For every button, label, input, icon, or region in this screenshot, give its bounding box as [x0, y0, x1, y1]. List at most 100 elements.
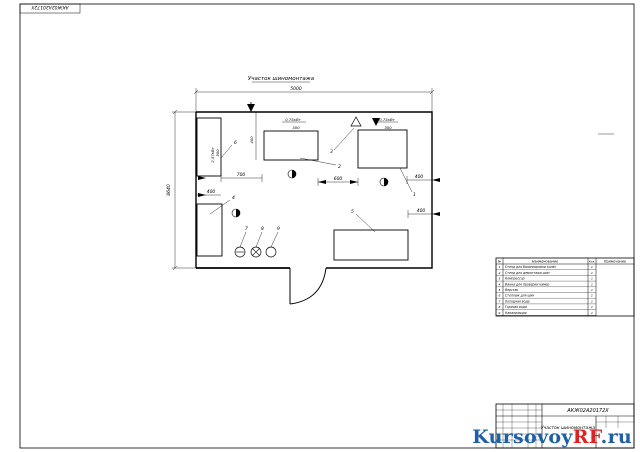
leader-5	[355, 213, 376, 233]
socket-icon-1-fill	[292, 170, 296, 178]
dim-400a-lines	[406, 176, 432, 184]
overall-width-label: 5000	[290, 86, 302, 92]
arrow-left-wall-2	[198, 193, 206, 197]
dim-400b: 400	[207, 189, 216, 195]
equipment-1-power: 0,75кВт	[379, 117, 395, 122]
spec-header-qty: Кол.	[589, 260, 595, 264]
dim-400c-lines	[407, 210, 432, 218]
title-block	[495, 403, 635, 449]
arrow-right-wall-2	[432, 212, 440, 216]
compressor-symbol	[350, 116, 362, 127]
equipment-1-balancer	[357, 129, 408, 169]
spec-table	[495, 257, 635, 317]
equipment-4-tank	[196, 203, 223, 257]
spec-row-num: 3	[499, 277, 501, 281]
fixture-9-sewer	[265, 246, 277, 258]
arrow-top-right	[372, 118, 380, 126]
leader-1	[399, 167, 413, 193]
dim-700: 700	[237, 172, 246, 178]
num-2: 2	[338, 164, 341, 170]
spec-row-num: 6	[499, 294, 501, 298]
spec-header-note: Примечание	[604, 260, 626, 264]
spec-row-num: 7	[499, 299, 501, 303]
spec-row-num: 2	[499, 271, 501, 275]
equipment-6-rack	[196, 117, 222, 177]
dim-400v: 400	[249, 136, 254, 144]
spec-row-num: 4	[499, 282, 501, 286]
overall-height-label: 8640	[166, 184, 172, 196]
equipment-6-power: 2,57кВт	[210, 146, 215, 162]
sheet-border	[19, 3, 635, 449]
num-8: 8	[261, 226, 264, 232]
spec-header-name: Наименование	[532, 260, 558, 264]
spec-row-name: Холодная вода	[504, 299, 530, 303]
fixture-7-cold-water	[234, 246, 246, 258]
dim-500-b: 500	[292, 125, 300, 130]
socket-icon-3-fill	[236, 209, 240, 217]
spec-row-qty: 1	[591, 265, 593, 269]
leader-3	[333, 127, 355, 151]
num-1: 1	[413, 192, 416, 198]
spec-row-qty: 1	[591, 311, 593, 315]
room-title: Участок шиномонтажа	[248, 76, 315, 82]
spec-row-name: Стеллаж для шин	[505, 294, 534, 298]
spec-header-num: №	[498, 260, 501, 264]
num-4: 4	[232, 195, 235, 201]
spec-row-name: Стенд для демонтажа шин	[505, 271, 550, 275]
top-stamp-text: АКЖ02А20172Х	[30, 4, 69, 10]
num-5: 5	[351, 209, 354, 215]
dim-700-lines	[220, 174, 263, 182]
dim-500-a: 500	[215, 149, 220, 157]
leader-7	[239, 231, 247, 248]
dim-400c: 400	[417, 208, 426, 214]
leader-6	[220, 144, 233, 159]
spec-row-name: Горячая вода	[505, 305, 527, 309]
socket-icon-2-fill	[384, 178, 388, 186]
spec-row-num: 1	[499, 265, 501, 269]
spec-row-name: Ванна для проверки камер	[505, 282, 549, 286]
title-block-name: Участок шиномонтажа	[541, 425, 595, 431]
equipment-2-tire-changer	[263, 130, 319, 161]
arrow-right-wall-1	[432, 178, 440, 182]
spec-row-name: Верстак	[505, 288, 518, 292]
num-3: 3	[330, 149, 333, 155]
leader-2	[299, 157, 337, 166]
spec-row-qty: 1	[591, 277, 593, 281]
spec-row-qty: 1	[591, 282, 593, 286]
door-swing-arc	[289, 267, 327, 305]
spec-row-num: 8	[499, 305, 501, 309]
spec-row-qty: 1	[591, 294, 593, 298]
spec-row-qty: 1	[591, 305, 593, 309]
spec-row-name: Стенд для балансировки колёс	[505, 265, 557, 269]
equipment-5-workbench	[333, 229, 409, 261]
spec-rows: 1 Стенд для балансировки колёс 1 2 Стенд для…	[496, 265, 596, 316]
arrow-left-wall	[198, 176, 206, 180]
spec-row-name: Компрессор	[505, 277, 525, 281]
dim-300: 300	[384, 125, 392, 130]
title-block-code: АКЖ02А20172Х	[566, 408, 609, 414]
arrow-mid-2	[350, 180, 358, 184]
num-9: 9	[277, 226, 280, 232]
dim-600: 600	[334, 176, 343, 182]
arrow-mid-1	[318, 180, 326, 184]
num-6: 6	[234, 140, 237, 146]
num-7: 7	[245, 226, 248, 232]
room-walls	[196, 111, 433, 269]
spec-row-qty: 1	[591, 288, 593, 292]
spec-row-name: Канализация	[505, 311, 527, 315]
equipment-2-power: 0,75кВт	[285, 117, 301, 122]
leader-9	[270, 231, 279, 248]
spec-row-qty: 1	[591, 299, 593, 303]
spec-row-qty: 1	[591, 271, 593, 275]
leader-4	[209, 199, 231, 215]
spec-row-num: 9	[499, 311, 501, 315]
watermark-logo: KursovoyRF.ru	[472, 426, 632, 448]
fixture-8-hot-water	[250, 246, 262, 258]
dim-400a: 400	[415, 174, 424, 180]
overall-width-dimension	[193, 88, 435, 112]
top-stamp-box	[19, 3, 81, 14]
spec-row-num: 5	[499, 288, 501, 292]
overall-height-dimension	[172, 109, 196, 271]
leader-8	[255, 231, 263, 248]
